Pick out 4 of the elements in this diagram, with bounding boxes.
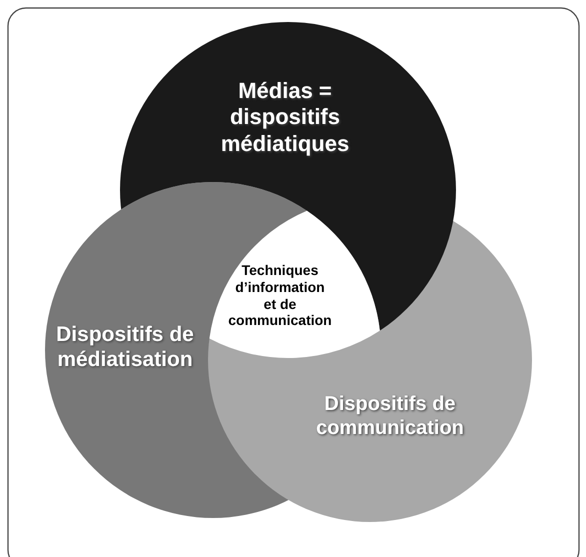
circle-label: Médias = dispositifs médiatiques: [220, 78, 350, 158]
circle-label: Dispositifs de communication: [315, 392, 465, 440]
intersection-label: Techniques d’information et de communication: [228, 262, 332, 330]
circle-label: Dispositifs de médiatisation: [55, 322, 195, 372]
